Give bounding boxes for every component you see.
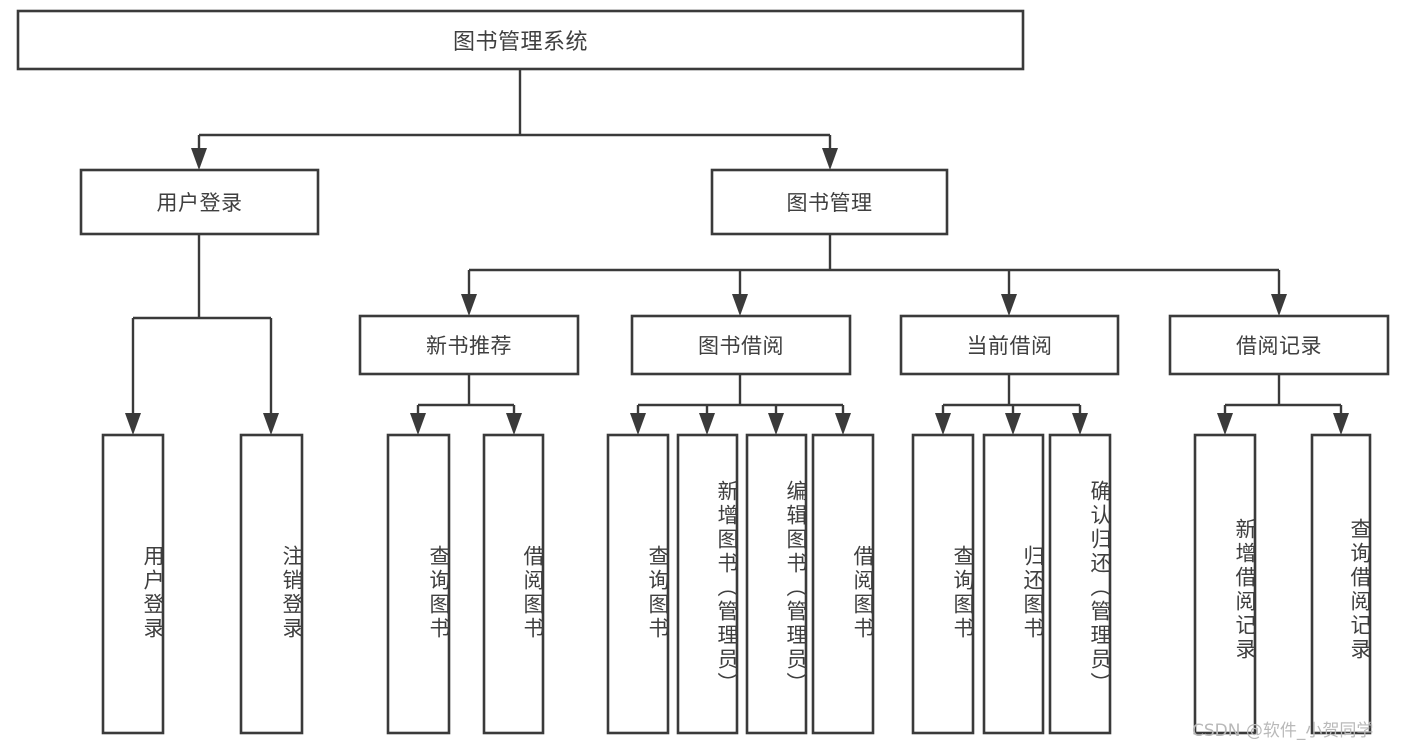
edge-user-login-to-leaves: [125, 234, 279, 435]
node-box-leaf-query-book-3[interactable]: [911, 433, 975, 735]
node-box-book-manage[interactable]: [710, 168, 949, 236]
edge-borrow-record-to-leaves: [1217, 374, 1349, 435]
node-box-new-book-rec[interactable]: [358, 314, 580, 376]
arrow-head-leaf-query-record: [1333, 413, 1349, 435]
node-box-leaf-query-book-1[interactable]: [386, 433, 451, 735]
arrow-head-leaf-borrow-book-1: [506, 413, 522, 435]
arrow-head-leaf-logout: [263, 413, 279, 435]
arrow-head-leaf-return-book: [1005, 413, 1021, 435]
arrow-head-leaf-edit-book: [768, 413, 784, 435]
node-box-leaf-borrow-book-2[interactable]: [811, 433, 875, 735]
node-box-root[interactable]: [16, 9, 1025, 71]
arrow-head-current-borrow: [1001, 294, 1017, 316]
node-box-leaf-logout[interactable]: [239, 433, 304, 735]
edge-book-borrow-to-leaves: [630, 374, 851, 435]
arrow-head-user-login: [191, 148, 207, 170]
edge-current-borrow-to-leaves: [935, 374, 1088, 435]
node-box-leaf-query-record[interactable]: [1310, 433, 1372, 735]
arrow-head-book-manage: [822, 148, 838, 170]
node-box-leaf-edit-book[interactable]: [745, 433, 808, 735]
edge-root-to-level2: [191, 69, 838, 170]
arrow-head-new-book-rec: [461, 294, 477, 316]
arrow-head-leaf-add-record: [1217, 413, 1233, 435]
arrow-head-book-borrow: [732, 294, 748, 316]
arrow-head-leaf-query-book-3: [935, 413, 951, 435]
node-box-current-borrow[interactable]: [899, 314, 1120, 376]
edge-new-book-rec-to-leaves: [410, 374, 522, 435]
arrow-head-leaf-confirm-return: [1072, 413, 1088, 435]
node-box-leaf-user-login[interactable]: [101, 433, 165, 735]
node-box-leaf-return-book[interactable]: [982, 433, 1045, 735]
node-box-leaf-query-book-2[interactable]: [606, 433, 670, 735]
arrow-head-leaf-borrow-book-2: [835, 413, 851, 435]
node-box-leaf-add-record[interactable]: [1193, 433, 1257, 735]
arrow-head-leaf-query-book-2: [630, 413, 646, 435]
arrow-head-borrow-record: [1271, 294, 1287, 316]
node-box-leaf-confirm-return[interactable]: [1048, 433, 1112, 735]
arrow-head-leaf-query-book-1: [410, 413, 426, 435]
node-box-book-borrow[interactable]: [630, 314, 852, 376]
node-box-leaf-add-book[interactable]: [676, 433, 739, 735]
edge-book-manage-to-level3: [461, 234, 1287, 316]
node-box-user-login[interactable]: [79, 168, 320, 236]
arrow-head-leaf-user-login: [125, 413, 141, 435]
node-box-borrow-record[interactable]: [1168, 314, 1390, 376]
node-box-leaf-borrow-book-1[interactable]: [482, 433, 545, 735]
arrow-head-leaf-add-book: [699, 413, 715, 435]
